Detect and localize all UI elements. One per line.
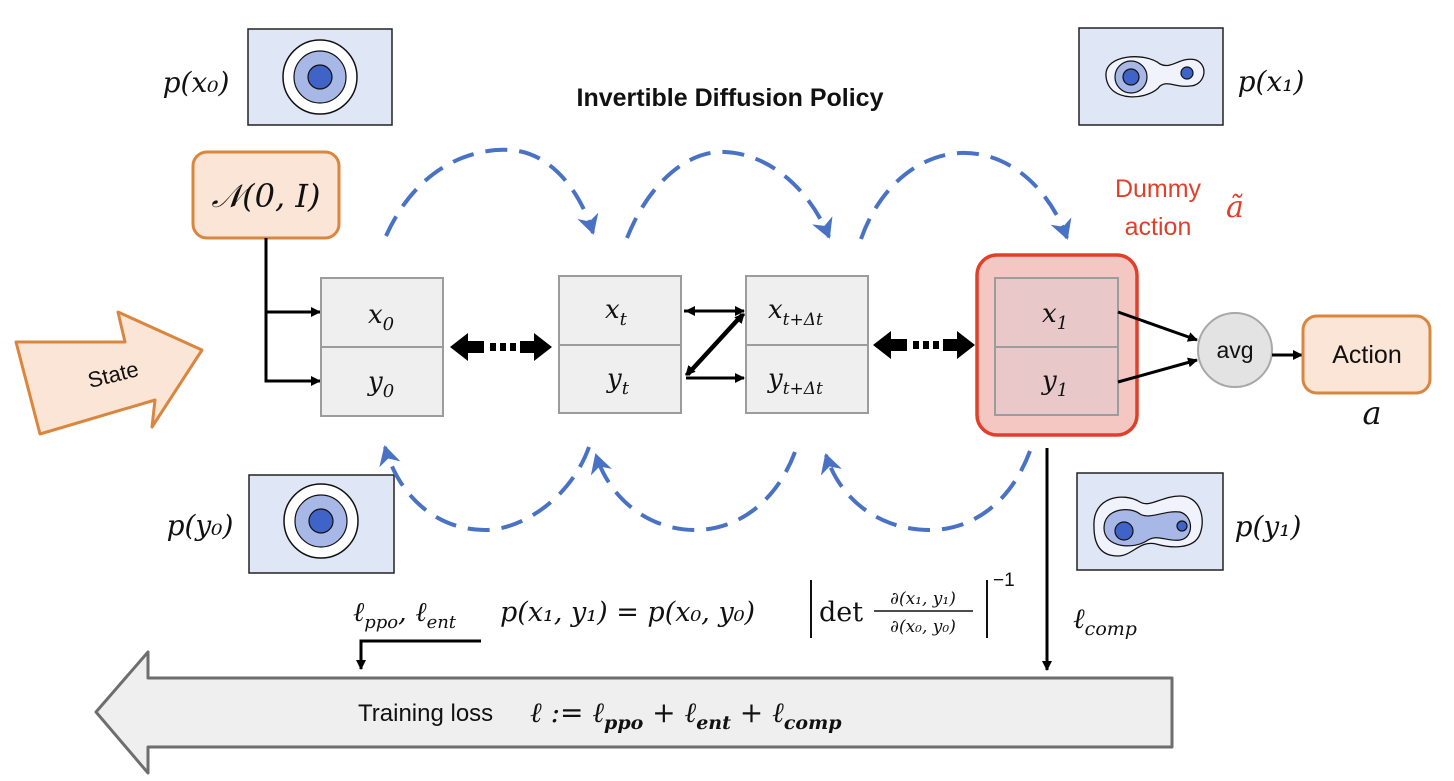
- training-loss-text: Training loss: [358, 700, 493, 727]
- ellipsis-arrow-right: [873, 331, 975, 359]
- ytdt-subscript: t+Δt: [783, 379, 823, 399]
- coupling-arrows: [684, 306, 746, 383]
- training-ppo-sub: ppo: [604, 712, 644, 734]
- yt-symbol: y: [606, 364, 622, 394]
- ent-subscript: ent: [427, 612, 457, 633]
- svg-text:x1: x1: [1042, 299, 1068, 334]
- label-py0: p(y₀): [167, 509, 234, 542]
- formula-exponent: −1: [993, 570, 1015, 591]
- formula-numerator: ∂(x₁, y₁): [890, 589, 956, 609]
- svg-text:ℓppo, ℓent: ℓppo, ℓent: [353, 597, 457, 633]
- state-arrow: State: [14, 310, 204, 436]
- normal-distribution-node: 𝒩(0, I): [191, 150, 341, 240]
- xtdt-symbol: x: [768, 295, 783, 325]
- ppo-subscript: ppo: [364, 612, 398, 633]
- xtdt-subscript: t+Δt: [783, 310, 823, 330]
- comp-symbol: ℓ: [1073, 602, 1085, 635]
- density-panel-py1: [1076, 472, 1224, 571]
- svg-text:y1: y1: [1041, 366, 1068, 401]
- box-xt-yt: xt yt: [558, 275, 682, 414]
- y0-subscript: 0: [383, 381, 394, 402]
- svg-text:ℓcomp: ℓcomp: [1073, 602, 1137, 640]
- noise-connector: [264, 238, 321, 386]
- svg-text:ℓ := ℓppo + ℓent + ℓcomp: ℓ := ℓppo + ℓent + ℓcomp: [530, 696, 842, 734]
- dummy-action-line2: action: [1125, 213, 1192, 241]
- training-plus-comp: + ℓ: [731, 696, 784, 729]
- x0-subscript: 0: [383, 314, 394, 335]
- backward-flow-arcs: [379, 445, 1032, 533]
- svg-text:xt: xt: [605, 295, 628, 330]
- y1-subscript: 1: [1057, 380, 1068, 401]
- x1-subscript: 1: [1057, 313, 1068, 334]
- comp-subscript: comp: [1085, 618, 1137, 640]
- likelihood-formula: p(x₁, y₁) = p(x₀, y₀) det ∂(x₁, y₁) ∂(x₀…: [500, 570, 1015, 638]
- svg-text:y0: y0: [367, 367, 394, 402]
- normal-label: 𝒩(0, I): [212, 177, 321, 215]
- ellipsis-arrow-left: [450, 333, 552, 361]
- x1-symbol: x: [1042, 299, 1057, 329]
- y0-symbol: y: [367, 367, 383, 397]
- action-symbol: a: [1362, 394, 1381, 432]
- label-py1: p(y₁): [1235, 510, 1302, 543]
- action-label: Action: [1332, 341, 1401, 369]
- density-panel-px1: [1078, 27, 1224, 126]
- svg-text:xt+Δt: xt+Δt: [768, 295, 823, 330]
- forward-flow-arcs: [384, 147, 1072, 240]
- formula-det: det: [819, 597, 863, 628]
- avg-node: avg: [1117, 310, 1303, 388]
- xt-subscript: t: [620, 309, 628, 330]
- formula-denominator: ∂(x₀, y₀): [890, 617, 956, 637]
- dummy-action-symbol: ã: [1226, 190, 1244, 225]
- ent-symbol: ℓ: [415, 597, 427, 628]
- ppo-ent-loss-arrow: [356, 639, 481, 670]
- y1-symbol: y: [1041, 366, 1057, 396]
- avg-label: avg: [1216, 337, 1253, 363]
- box-xtdt-ytdt: xt+Δt yt+Δt: [745, 275, 869, 414]
- x0-symbol: x: [368, 300, 383, 330]
- density-panel-px0: [247, 28, 393, 126]
- box-x1-y1: x1 y1: [975, 253, 1139, 437]
- svg-text:yt+Δt: yt+Δt: [767, 364, 823, 399]
- training-ent-sub: ent: [696, 712, 731, 734]
- ppo-symbol: ℓ: [353, 597, 365, 628]
- yt-subscript: t: [622, 378, 630, 399]
- diagram-title: Invertible Diffusion Policy: [577, 84, 884, 112]
- density-panel-py0: [248, 474, 395, 574]
- xt-symbol: x: [605, 295, 620, 325]
- action-node: Action: [1301, 314, 1432, 395]
- training-loss-arrow: Training loss ℓ := ℓppo + ℓent + ℓcomp: [94, 650, 1174, 775]
- training-comp-sub: comp: [784, 712, 842, 734]
- formula-lhs: p(x₁, y₁) = p(x₀, y₀): [500, 597, 755, 628]
- training-plus-ent: + ℓ: [643, 696, 696, 729]
- ytdt-symbol: y: [767, 364, 783, 394]
- svg-text:yt: yt: [606, 364, 630, 399]
- label-px1: p(x₁): [1238, 65, 1305, 98]
- label-px0: p(x₀): [163, 66, 230, 99]
- training-formula-lhs: ℓ := ℓ: [530, 696, 604, 729]
- svg-text:x0: x0: [368, 300, 394, 335]
- dummy-action-line1: Dummy: [1115, 175, 1202, 203]
- box-x0-y0: x0 y0: [320, 277, 444, 417]
